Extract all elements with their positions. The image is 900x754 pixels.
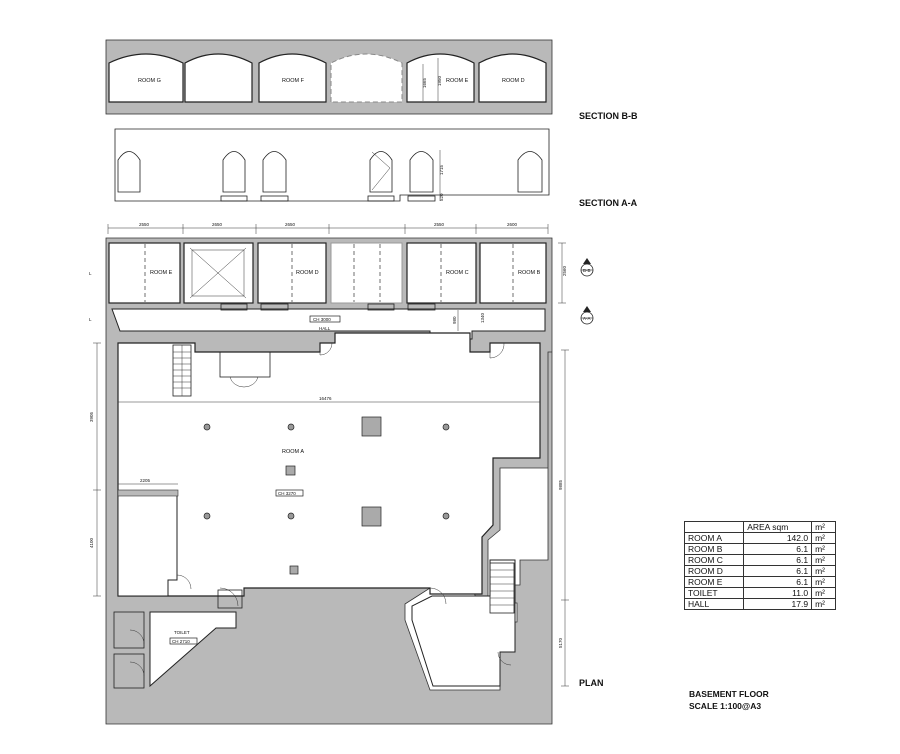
plan-room-b-label: ROOM B: [518, 270, 541, 276]
table-row: ROOM B 6.1 m²: [683, 543, 836, 555]
level-mark-1: L: [89, 271, 92, 276]
vault-room-blank-1: [184, 53, 253, 103]
plan-title: PLAN: [579, 678, 604, 688]
plan-dim-4100: 4100: [89, 537, 94, 548]
room-name: ROOM C: [683, 554, 745, 566]
area-unit: m²: [811, 532, 836, 544]
vault-room-dashed: [330, 53, 403, 103]
room-name: HALL: [683, 598, 745, 610]
toilet-label: TOILET: [174, 630, 190, 635]
svg-text:A-A: A-A: [583, 316, 591, 321]
table-row: ROOM D 6.1 m²: [683, 565, 836, 577]
plan-dim-3905: 3905: [89, 411, 94, 422]
plan-dim-1340: 1340: [480, 312, 485, 323]
table-row: ROOM C 6.1 m²: [683, 554, 836, 566]
room-area: 142.0: [743, 532, 813, 544]
drawing-title: BASEMENT FLOOR: [689, 689, 769, 699]
plan-dim-2560: 2560: [562, 265, 567, 276]
section-bb-title: SECTION B-B: [579, 111, 638, 121]
room-area: 17.9: [743, 598, 813, 610]
plan-room-c-label: ROOM C: [446, 270, 469, 276]
section-aa-dim-1715: 1715: [439, 164, 444, 175]
section-bb-room-e-label: ROOM E: [446, 78, 469, 84]
room-area: 6.1: [743, 543, 813, 555]
area-unit: m²: [811, 554, 836, 566]
vault-room-e: [406, 53, 475, 103]
toilet-ceiling-height: CH 2710: [172, 639, 190, 644]
plan-top-dim-1: 2550: [139, 222, 150, 227]
room-name: TOILET: [683, 587, 745, 599]
section-bb-room-f-label: ROOM F: [282, 78, 305, 84]
room-a-label: ROOM A: [282, 449, 304, 455]
hall-label: HALL: [319, 326, 331, 331]
area-unit: m²: [811, 565, 836, 577]
plan-top-dim-4: 2550: [434, 222, 445, 227]
area-table-header-area: AREA sqm: [743, 521, 813, 533]
section-bb-room-d-label: ROOM D: [502, 78, 525, 84]
plan-dim-9885: 9885: [558, 479, 563, 490]
plan-top-dim-5: 2600: [507, 222, 518, 227]
vault-room-d: [478, 53, 547, 103]
room-name: ROOM E: [683, 576, 745, 588]
room-a-ceiling-height: CH 3270: [278, 491, 296, 496]
plan-dim-16476: 16476: [319, 396, 332, 401]
plan-dim-5170: 5170: [558, 637, 563, 648]
area-table-header-room: [683, 521, 745, 533]
room-area: 6.1: [743, 576, 813, 588]
table-row: ROOM A 142.0 m²: [683, 532, 836, 544]
table-row: ROOM E 6.1 m²: [683, 576, 836, 588]
section-marker-a-a: A-A: [580, 306, 594, 325]
level-mark-2: L: [89, 317, 92, 322]
section-aa-title: SECTION A-A: [579, 198, 638, 208]
section-aa-dim-520: 520: [439, 193, 444, 201]
section-bb-room-g-label: ROOM G: [138, 78, 161, 84]
section-bb-dim-1665: 1665: [422, 77, 427, 88]
room-name: ROOM A: [683, 532, 745, 544]
vault-room-g: [108, 53, 184, 103]
area-table-header-unit: m²: [811, 521, 836, 533]
vault-room-f: [258, 53, 327, 103]
table-row: TOILET 11.0 m²: [683, 587, 836, 599]
plan-dim-2205: 2205: [140, 478, 151, 483]
room-name: ROOM D: [683, 565, 745, 577]
room-a-area: [117, 332, 541, 597]
plan-top-dim-2: 2650: [212, 222, 223, 227]
section-a-a: 1715 520: [114, 128, 550, 202]
drawing-scale: SCALE 1:100@A3: [689, 701, 762, 711]
plan-room-e-label: ROOM E: [150, 270, 173, 276]
room-area: 11.0: [743, 587, 813, 599]
hall-ceiling-height: CH 3000: [313, 317, 331, 322]
svg-text:B-B: B-B: [583, 268, 591, 273]
area-unit: m²: [811, 598, 836, 610]
area-table-header: AREA sqm m²: [683, 521, 836, 533]
section-bb-dim-1950: 1950: [437, 75, 442, 86]
area-table: AREA sqm m² ROOM A 142.0 m² ROOM B 6.1 m…: [683, 521, 836, 610]
section-b-b: ROOM G ROOM F ROOM E ROOM D 1665 1950: [105, 39, 553, 115]
plan-top-dim-3: 2650: [285, 222, 296, 227]
room-area: 6.1: [743, 554, 813, 566]
room-area: 6.1: [743, 565, 813, 577]
area-unit: m²: [811, 576, 836, 588]
plan-dim-980: 980: [452, 316, 457, 324]
area-unit: m²: [811, 543, 836, 555]
area-unit: m²: [811, 587, 836, 599]
section-marker-b-b: B-B: [580, 258, 594, 277]
plan-room-d-label: ROOM D: [296, 270, 319, 276]
room-name: ROOM B: [683, 543, 745, 555]
plan: 2550 2650 2650 2550 2600 CH 3000 H: [105, 222, 553, 725]
table-row: HALL 17.9 m²: [683, 598, 836, 610]
